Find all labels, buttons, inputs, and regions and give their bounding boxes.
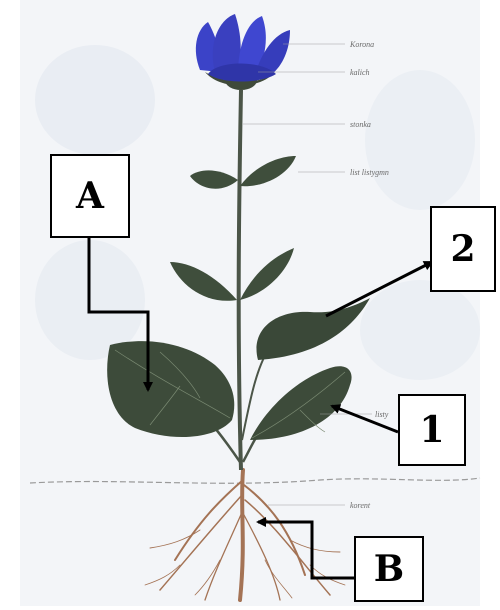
- label-box-a: A: [50, 154, 130, 238]
- faint-label-list: list listygmn: [350, 168, 389, 177]
- paper-blot: [365, 70, 475, 210]
- label-box-b: B: [354, 536, 424, 602]
- faint-label-listy: listy: [375, 410, 389, 419]
- label-box-1: 1: [398, 394, 466, 466]
- paper-blot: [35, 45, 155, 155]
- faint-label-korona: Korona: [349, 40, 374, 49]
- faint-label-korent: korent: [350, 501, 371, 510]
- paper-blot: [360, 280, 480, 380]
- main-stem: [239, 90, 241, 470]
- faint-label-kalich: kalich: [350, 68, 370, 77]
- faint-label-stonka: stonka: [350, 120, 371, 129]
- label-box-2: 2: [430, 206, 496, 292]
